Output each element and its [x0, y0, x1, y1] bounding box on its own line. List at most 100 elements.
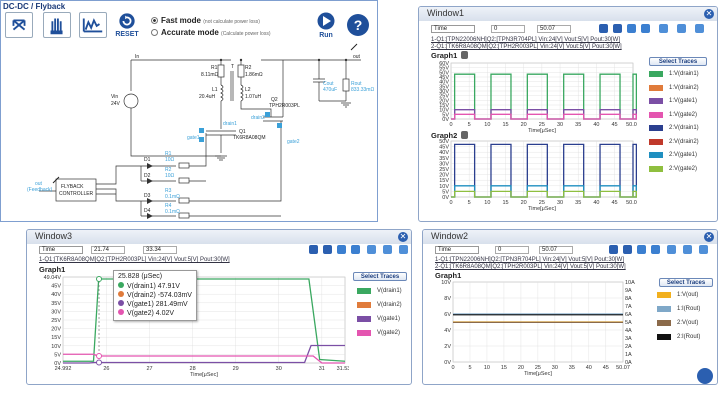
fast-mode-option[interactable]: Fast mode (not calculate power loss) [151, 16, 260, 25]
window3-header[interactable]: Window3 ✕ [27, 230, 411, 244]
fit-icon[interactable] [337, 245, 346, 254]
legend-item[interactable]: V(drain1) [357, 288, 411, 296]
zoom-out-icon[interactable] [613, 24, 622, 33]
reset-button[interactable]: RESET [113, 12, 141, 38]
export-image-icon[interactable] [667, 245, 676, 254]
legend-swatch [649, 84, 663, 91]
series-line [63, 344, 345, 364]
accurate-mode-radio[interactable] [151, 29, 158, 36]
fullscreen-icon[interactable] [651, 245, 660, 254]
legend-item[interactable]: 1:V(drain2) [649, 84, 717, 93]
zoom-out-icon[interactable] [623, 245, 632, 254]
x-tick-label: 50.07 [616, 365, 630, 371]
window3-axis-select[interactable]: Time [39, 246, 83, 254]
zoom-in-icon[interactable] [609, 245, 618, 254]
y-tick-label: 45V [439, 75, 449, 81]
legend-item[interactable]: 1:V(gate2) [649, 111, 717, 120]
window3-graph1-title: Graph1 [39, 265, 66, 274]
export-csv-icon[interactable] [677, 24, 686, 33]
legend-swatch [657, 320, 671, 326]
d1-label: D1 [144, 157, 151, 163]
window1-time-from[interactable]: 0 [491, 25, 525, 33]
window2-time-to[interactable]: 50.07 [539, 246, 573, 254]
pan-tool-button[interactable] [43, 12, 71, 38]
zoom-in-icon[interactable] [309, 245, 318, 254]
window2-header[interactable]: Window2 ✕ [423, 230, 717, 244]
window1-header[interactable]: Window1 ✕ [419, 7, 717, 21]
schematic-canvas[interactable]: In Vin 24V R1 8.11mΩ R2 1.86mΩ L1 20.4uH… [1, 41, 377, 221]
scroll-up-icon[interactable] [697, 368, 713, 384]
window3-legend: V(drain1) V(drain2) V(gate1) V(gate2) [357, 288, 411, 348]
legend-item[interactable]: 1:V(out) [657, 292, 717, 300]
trash-icon[interactable] [461, 51, 468, 59]
fullscreen-icon[interactable] [641, 24, 650, 33]
fit-icon[interactable] [627, 24, 636, 33]
x-tick-label: 27 [146, 366, 152, 372]
ra4-value: 0.1mΩ [165, 209, 180, 215]
x-tick-label: 25 [539, 200, 545, 206]
y-tick-label: 50V [439, 70, 449, 76]
x-tick-label: 30 [557, 200, 563, 206]
legend-item[interactable]: 1:V(drain1) [649, 71, 717, 79]
window1-time-to[interactable]: 50.07 [537, 25, 571, 33]
window2-axis-select[interactable]: Time [435, 246, 479, 254]
export-image-icon[interactable] [659, 24, 668, 33]
legend-item[interactable]: 2:I(Rout) [657, 334, 717, 342]
window3-time-to[interactable]: 33.34 [143, 246, 177, 254]
legend-item[interactable]: 2:V(drain2) [649, 138, 717, 147]
y-tick-label: 40V [51, 292, 61, 298]
legend-item[interactable]: V(gate2) [357, 330, 411, 338]
window1-axis-select[interactable]: Time [431, 25, 475, 33]
export-data-icon[interactable] [699, 245, 708, 254]
legend-item[interactable]: V(drain2) [357, 302, 411, 310]
legend-item[interactable]: 2:V(gate1) [649, 152, 717, 160]
waveform-button[interactable] [79, 12, 107, 38]
fast-mode-radio[interactable] [151, 17, 158, 24]
window1-select-traces-button[interactable]: Select Traces [649, 57, 707, 66]
window1-close-icon[interactable]: ✕ [704, 9, 714, 19]
help-button[interactable]: ? [345, 12, 371, 38]
legend-item[interactable]: 2:V(out) [657, 320, 717, 328]
d3-label: D3 [144, 193, 151, 199]
export-data-icon[interactable] [399, 245, 408, 254]
window3-time-from[interactable]: 21.74 [91, 246, 125, 254]
cout-label: Cout [323, 81, 334, 87]
run-button[interactable]: Run [313, 12, 339, 39]
window3-close-icon[interactable]: ✕ [398, 232, 408, 242]
legend-item[interactable]: V(gate1) [357, 316, 411, 324]
export-data-icon[interactable] [695, 24, 704, 33]
zoom-out-icon[interactable] [323, 245, 332, 254]
legend-swatch [357, 330, 371, 336]
legend-item[interactable]: 1:I(Rout) [657, 306, 717, 314]
trash-icon-2[interactable] [461, 131, 468, 139]
window2-graph1-title: Graph1 [435, 271, 462, 280]
drain1-label: drain1 [223, 121, 237, 127]
export-csv-icon[interactable] [683, 245, 692, 254]
zoom-in-icon[interactable] [599, 24, 608, 33]
window2-close-icon[interactable]: ✕ [704, 232, 714, 242]
window2-time-from[interactable]: 0 [495, 246, 529, 254]
y-tick-label: 40V [439, 80, 449, 86]
export-csv-icon[interactable] [383, 245, 392, 254]
legend-item[interactable]: 2:V(drain1) [649, 125, 717, 133]
fit-icon[interactable] [637, 245, 646, 254]
x-axis-label: Time[μSec] [190, 372, 218, 378]
y-tick-label: 30V [439, 161, 449, 167]
accurate-mode-option[interactable]: Accurate mode (Calculate power loss) [151, 28, 271, 37]
select-tool-button[interactable] [5, 12, 33, 38]
window3-graph1-plot[interactable]: 0V5V10V15V20V25V30V35V40V45V49.04V24.992… [33, 273, 349, 381]
export-image-icon[interactable] [367, 245, 376, 254]
window2-select-traces-button[interactable]: Select Traces [659, 278, 713, 287]
legend-item[interactable]: 2:V(gate2) [649, 165, 717, 174]
r1-value: 8.11mΩ [201, 72, 219, 78]
legend-item[interactable]: 1:V(gate1) [649, 98, 717, 106]
tooltip-time: 25.828 (μSec) [118, 273, 163, 280]
window3-panel: Window3 ✕ Time 21.74 33.34 1-Q1:[TK6R8A0… [26, 229, 412, 385]
fullscreen-icon[interactable] [351, 245, 360, 254]
window3-select-traces-button[interactable]: Select Traces [353, 272, 407, 281]
l2-value: 1.07uH [245, 94, 262, 100]
legend-swatch [357, 288, 371, 294]
